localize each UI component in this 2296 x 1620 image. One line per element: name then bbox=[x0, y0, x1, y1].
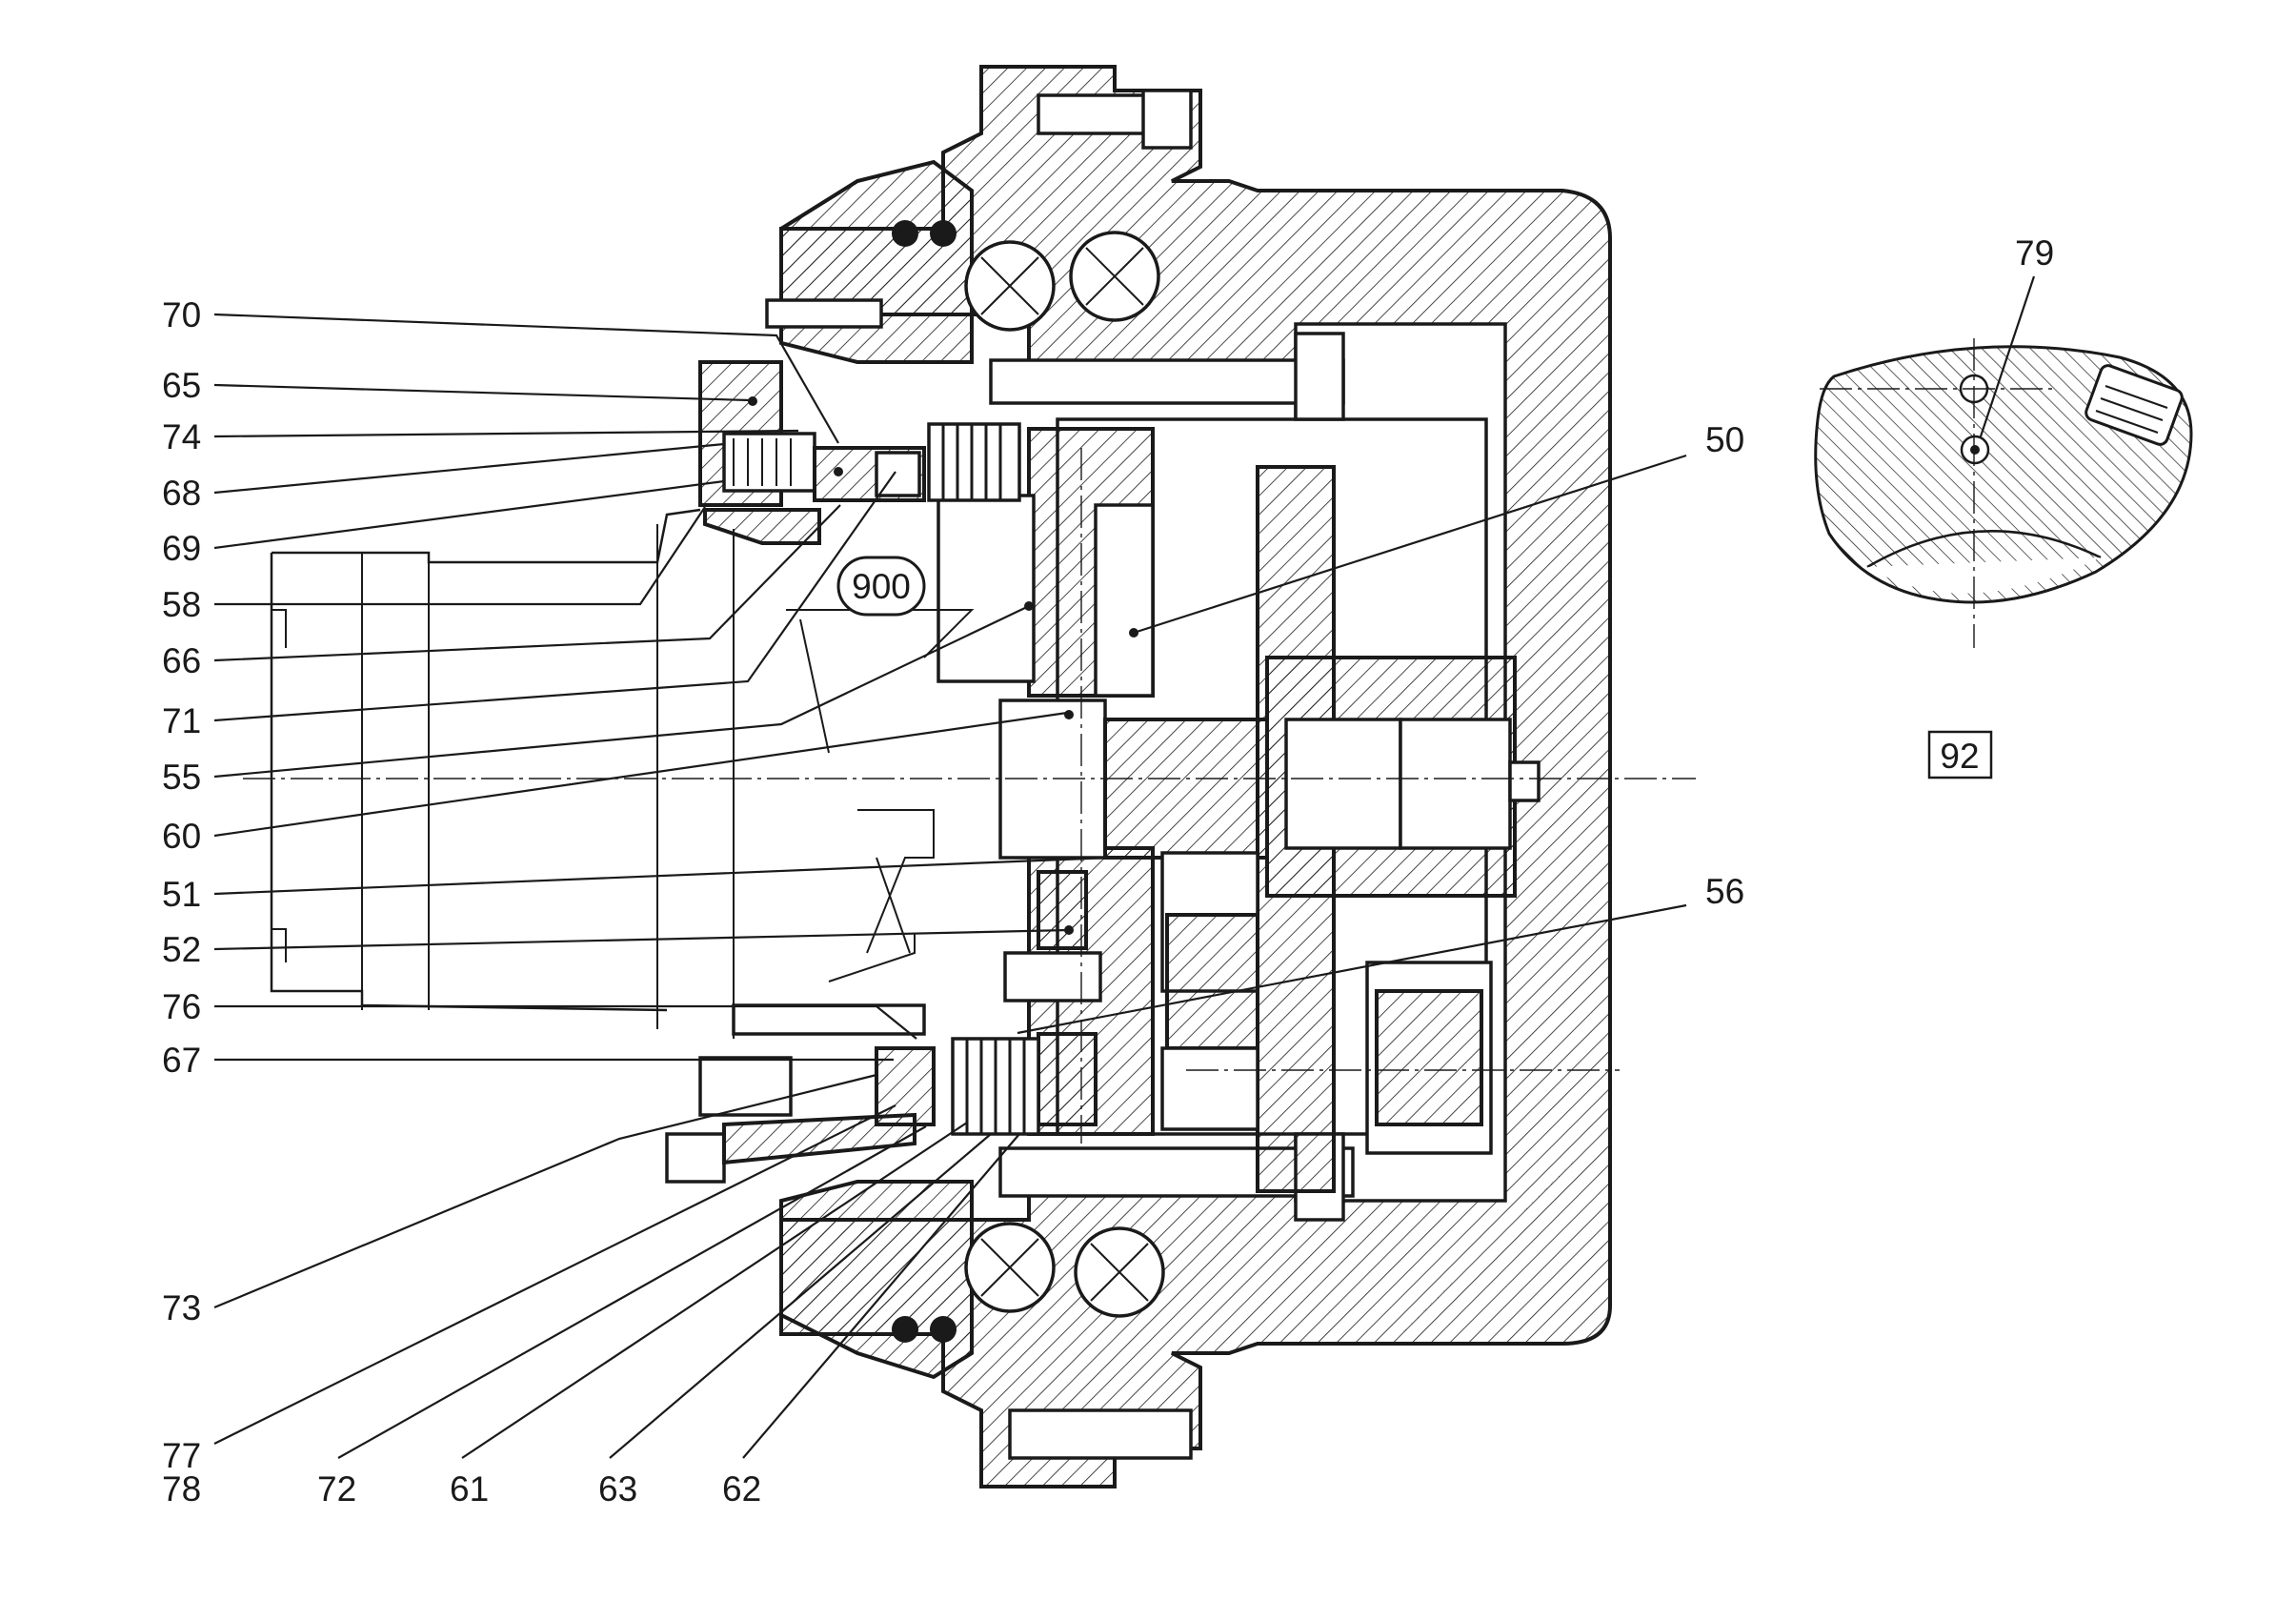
callout-52: 52 bbox=[162, 930, 201, 969]
lower-bearing-assembly bbox=[779, 1180, 1193, 1460]
callout-labels-left: 70 65 74 68 69 58 66 71 55 60 51 52 76 6… bbox=[162, 295, 201, 1327]
view-number: 92 bbox=[1940, 737, 1979, 776]
callout-51: 51 bbox=[162, 875, 201, 914]
callout-72: 72 bbox=[317, 1469, 356, 1509]
roller-bearings bbox=[1003, 851, 1493, 1155]
callout-58: 58 bbox=[162, 585, 201, 624]
callout-76: 76 bbox=[162, 987, 201, 1026]
detail-view: 79 92 bbox=[1814, 233, 2193, 780]
callout-labels-right: 50 56 bbox=[1705, 420, 1744, 911]
callout-69: 69 bbox=[162, 529, 201, 568]
callout-62: 62 bbox=[722, 1469, 761, 1509]
callout-60: 60 bbox=[162, 817, 201, 856]
callout-65: 65 bbox=[162, 366, 201, 405]
callout-dots bbox=[748, 396, 1982, 935]
callout-56: 56 bbox=[1705, 872, 1744, 911]
svg-text:900: 900 bbox=[852, 567, 911, 606]
callout-66: 66 bbox=[162, 641, 201, 680]
callout-67: 67 bbox=[162, 1041, 201, 1080]
lower-piston-pack bbox=[665, 1003, 936, 1184]
callout-68: 68 bbox=[162, 474, 201, 513]
brake-disc-pack-lower bbox=[951, 1037, 1040, 1136]
callout-74: 74 bbox=[162, 417, 201, 456]
central-shaft bbox=[998, 656, 1541, 898]
callout-50: 50 bbox=[1705, 420, 1744, 459]
brake-spring-pack bbox=[698, 360, 926, 545]
callout-78: 78 bbox=[162, 1469, 201, 1509]
callout-70: 70 bbox=[162, 295, 201, 334]
callout-labels-bottom: 77 78 72 61 63 62 bbox=[162, 1436, 761, 1509]
callout-63: 63 bbox=[598, 1469, 637, 1509]
callout-79: 79 bbox=[2015, 233, 2054, 273]
view-number-box bbox=[1927, 730, 1993, 780]
circled-label-900: 900 bbox=[836, 556, 926, 617]
detail-nameplate bbox=[2085, 364, 2184, 446]
callout-73: 73 bbox=[162, 1288, 201, 1327]
callout-61: 61 bbox=[450, 1469, 489, 1509]
upper-bearing-assembly bbox=[765, 89, 1193, 364]
brake-disc-pack-upper bbox=[927, 422, 1021, 502]
center-lines bbox=[243, 448, 1696, 1144]
callout-55: 55 bbox=[162, 758, 201, 797]
callout-71: 71 bbox=[162, 701, 201, 740]
callout-77: 77 bbox=[162, 1436, 201, 1475]
